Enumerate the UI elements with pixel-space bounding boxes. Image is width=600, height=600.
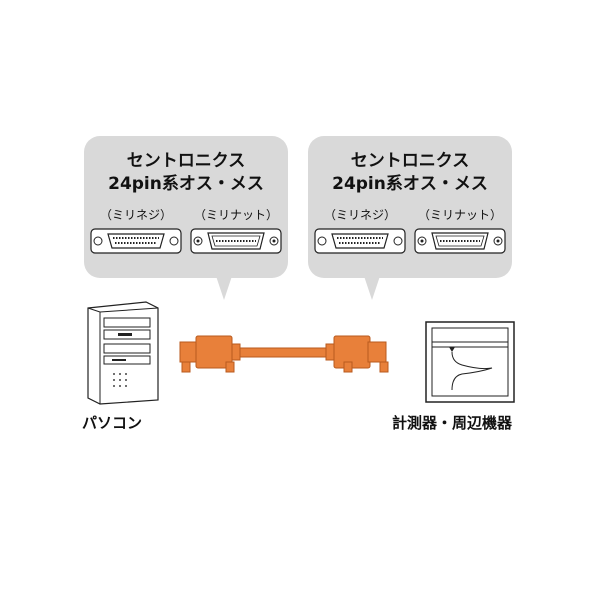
screw-connector-label: （ミリネジ）: [323, 208, 396, 222]
connector-type-title: セントロニクス: [350, 151, 470, 171]
centronics-connector-male-screw-icon: [90, 228, 182, 254]
computer-label: パソコン: [82, 414, 143, 432]
screw-connector-label: （ミリネジ）: [99, 208, 172, 222]
pc-tower-icon: [87, 301, 159, 405]
measuring-instrument-icon: [425, 321, 515, 403]
connection-scene: [87, 301, 515, 405]
connector-pin-subtitle: 24pin系オス・メス: [332, 174, 488, 194]
nut-connector-label: （ミリナット）: [193, 208, 278, 222]
centronics-connector-female-nut-icon: [190, 228, 282, 254]
centronics-connector-female-nut-icon: [414, 228, 506, 254]
nut-connector-label: （ミリナット）: [417, 208, 502, 222]
centronics-cable-icon: [179, 335, 389, 373]
centronics-connector-male-screw-icon: [314, 228, 406, 254]
connector-bubble-left: セントロニクス 24pin系オス・メス （ミリネジ） （ミリナット）: [84, 136, 288, 300]
connector-pin-subtitle: 24pin系オス・メス: [108, 174, 264, 194]
bubble-pointer: [364, 276, 380, 300]
connector-bubble-right: セントロニクス 24pin系オス・メス （ミリネジ） （ミリナット）: [308, 136, 512, 300]
device-label: 計測器・周辺機器: [392, 414, 513, 432]
bubble-pointer: [216, 276, 232, 300]
connector-type-title: セントロニクス: [126, 151, 246, 171]
